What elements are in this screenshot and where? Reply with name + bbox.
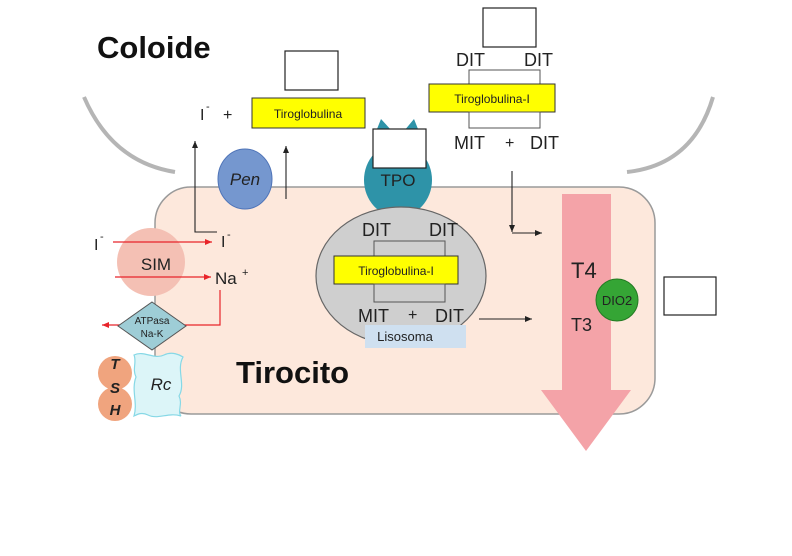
pendrin-transporter bbox=[217, 148, 273, 210]
sim-symporter bbox=[117, 228, 185, 296]
empty-box-3 bbox=[372, 128, 427, 169]
colloid-dit-left: DIT bbox=[456, 50, 485, 70]
hormone-export-arrow bbox=[541, 194, 631, 451]
tsh-letter-s: S bbox=[110, 380, 120, 397]
pendrin-label: Pen bbox=[230, 170, 260, 189]
lysosome-mit: MIT bbox=[358, 306, 389, 326]
tsh-letter-t: T bbox=[110, 356, 121, 373]
colloid-dit-bottom: DIT bbox=[530, 133, 559, 153]
t3-label: T3 bbox=[571, 315, 592, 335]
tpo-label: TPO bbox=[381, 171, 416, 190]
colloid-plus: + bbox=[505, 135, 514, 152]
thyrocyte-title: Tirocito bbox=[236, 355, 349, 390]
dio2-enzyme bbox=[595, 278, 639, 322]
iodide-transport-arrow-up bbox=[192, 141, 217, 233]
tsh-receptor bbox=[133, 352, 184, 418]
empty-box-2 bbox=[482, 7, 537, 48]
iodide-colloid-label: I bbox=[200, 107, 204, 124]
colloid-arc-left bbox=[82, 96, 176, 174]
iodide-outside-charge: - bbox=[100, 231, 104, 243]
iodide-inside-charge: - bbox=[227, 229, 231, 241]
atpasa-label-line2: Na-K bbox=[141, 329, 164, 340]
colloid-tiroglobulina-i-label: Tiroglobulina-I bbox=[454, 92, 530, 106]
lisosoma-label: Lisosoma bbox=[377, 329, 433, 344]
iodide-colloid-charge: - bbox=[206, 101, 210, 113]
empty-box-1 bbox=[284, 50, 339, 91]
colloid-bracket-top bbox=[468, 69, 541, 85]
colloid-dit-right: DIT bbox=[524, 50, 553, 70]
dio2-label: DIO2 bbox=[602, 293, 632, 308]
t4-label: T4 bbox=[571, 258, 597, 283]
colloid-mit: MIT bbox=[454, 133, 485, 153]
sodium-label: Na bbox=[215, 269, 237, 288]
colloid-tiroglobulina-i-box bbox=[428, 83, 556, 113]
lysosome-tiroglobulina-i-box bbox=[333, 255, 459, 285]
iodide-inside-label: I bbox=[221, 234, 225, 251]
colloid-title: Coloide bbox=[97, 30, 211, 65]
tsh-hormone-top bbox=[98, 356, 132, 390]
rc-label: Rc bbox=[151, 375, 172, 394]
lysosome-dit-right: DIT bbox=[429, 220, 458, 240]
lysosome-dit-bottom: DIT bbox=[435, 306, 464, 326]
lysosome-bracket-bottom bbox=[373, 283, 446, 303]
tsh-hormone-bottom bbox=[98, 387, 132, 421]
tiroglobulina-box bbox=[251, 97, 366, 129]
iodide-outside-label: I bbox=[94, 237, 98, 254]
empty-box-4 bbox=[663, 276, 717, 316]
atpasa-label-line1: ATPasa bbox=[135, 316, 170, 327]
colloid-arc-right bbox=[626, 96, 715, 174]
colloid-bracket-bottom bbox=[468, 111, 541, 129]
atpasa-na-k-pump bbox=[117, 301, 187, 351]
sodium-charge: + bbox=[242, 267, 248, 279]
lysosome-plus: + bbox=[408, 307, 417, 324]
tsh-letter-h: H bbox=[110, 402, 122, 419]
lysosome-tiroglobulina-i-label: Tiroglobulina-I bbox=[358, 264, 434, 278]
plus-colloid-label: + bbox=[223, 107, 232, 124]
tiroglobulina-label: Tiroglobulina bbox=[274, 107, 343, 121]
sim-label: SIM bbox=[141, 255, 171, 274]
lysosome-dit-left: DIT bbox=[362, 220, 391, 240]
lisosoma-label-bg bbox=[365, 325, 466, 348]
